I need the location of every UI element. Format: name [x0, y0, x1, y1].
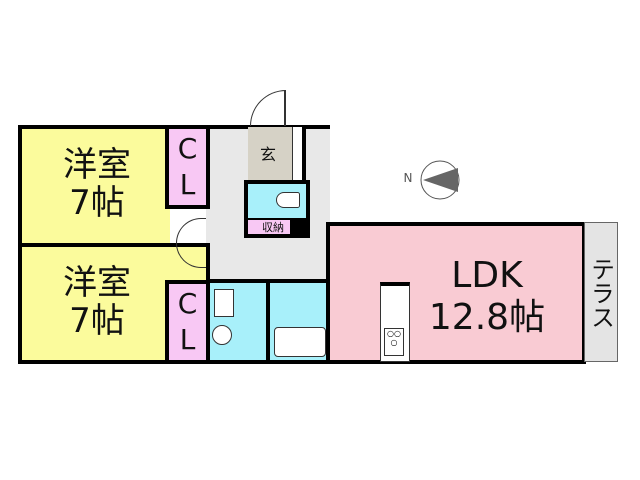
bathtub-icon — [274, 327, 326, 357]
room-name: LDK — [451, 255, 523, 296]
entrance-label: 玄 — [259, 145, 276, 164]
room-size: 12.8帖 — [428, 297, 546, 338]
ldk-room: LDK 12.8帖 ○○○ — [326, 222, 586, 364]
storage-label: 収納 — [262, 221, 284, 234]
closet-2: C L — [165, 280, 210, 364]
room-size: 7帖 — [69, 301, 125, 341]
entrance: 玄 — [248, 127, 292, 182]
terrace: テラス — [584, 222, 618, 362]
room-size: 7帖 — [69, 183, 125, 223]
compass-icon — [420, 160, 460, 200]
toilet — [244, 180, 310, 222]
washing-machine-icon — [214, 289, 234, 317]
north-label: N — [403, 171, 413, 185]
room-name: 洋室 — [63, 263, 131, 303]
washroom — [206, 279, 270, 364]
entrance-door — [250, 90, 286, 126]
room-name: 洋室 — [63, 145, 131, 185]
storage: 収納 — [244, 220, 310, 238]
closet-label: C — [177, 132, 198, 165]
sink-icon — [212, 325, 232, 345]
compass — [420, 160, 460, 200]
western-room-1: 洋室 7帖 — [18, 125, 170, 247]
toilet-bowl-icon — [276, 192, 300, 208]
closet-label: L — [179, 323, 196, 356]
stove-icon: ○○○ — [384, 328, 404, 356]
shoe-cabinet — [292, 127, 306, 182]
terrace-label: テラス — [586, 257, 615, 329]
closet-1: C L — [165, 125, 210, 209]
closet-label: C — [177, 287, 198, 320]
closet-label: L — [179, 168, 196, 201]
bathroom — [266, 279, 332, 364]
